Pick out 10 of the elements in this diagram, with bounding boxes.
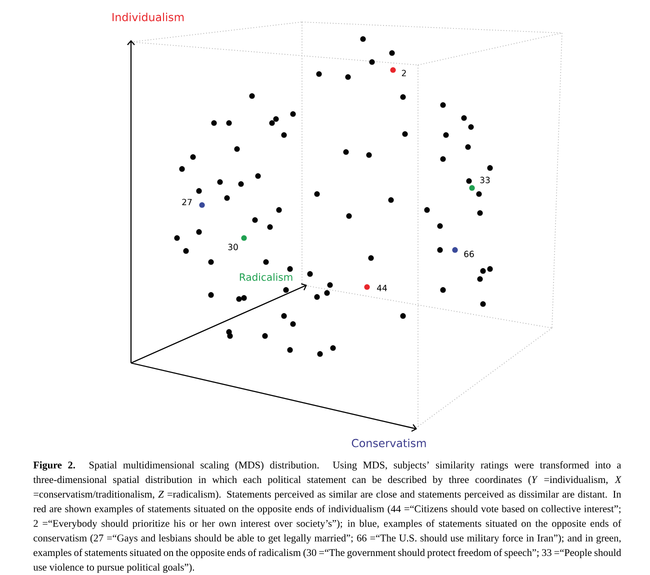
axis-label: Conservatism <box>352 438 426 448</box>
point-label: 33 <box>480 176 490 184</box>
point-label: 27 <box>182 198 192 206</box>
axis-label: Individualism <box>112 12 184 22</box>
point-label: 2 <box>402 70 406 76</box>
point-label: 30 <box>228 244 238 250</box>
point-label: 44 <box>377 284 387 292</box>
caption: Figure 2. Spatial multidimensional scaling (MDS) distribution. Using MDS, subjects’ similarity ratings were transformed into a three-dimensional spatial distribution in which each political statement can be described by three coordinates (Y =individualism, X =conservatism/traditionalism, Z =radicalism). Statements perceived as similar are close and statements perceived as dissimilar are distant. In red are shown examples of statements situated on the opposite ends of individualism (44 =“Citizens should vote based on collective interest”; 2 =“Everybody should prioritize his or her own interest over society’s”); in blue, examples of statements situated on the opposite ends of conservatism (27 =“Gays and lesbians should be able to get legally married”; 66 =“The U.S. should use military force in Iran”); and in green, examples of statements situated on the opposite ends of radicalism (30 =“The government should protect freedom of speech”; 33 =“People should use violence to pursue political goals”). <box>33 461 622 573</box>
point-label: 66 <box>464 250 474 258</box>
axis-label: Radicalism <box>240 273 292 281</box>
